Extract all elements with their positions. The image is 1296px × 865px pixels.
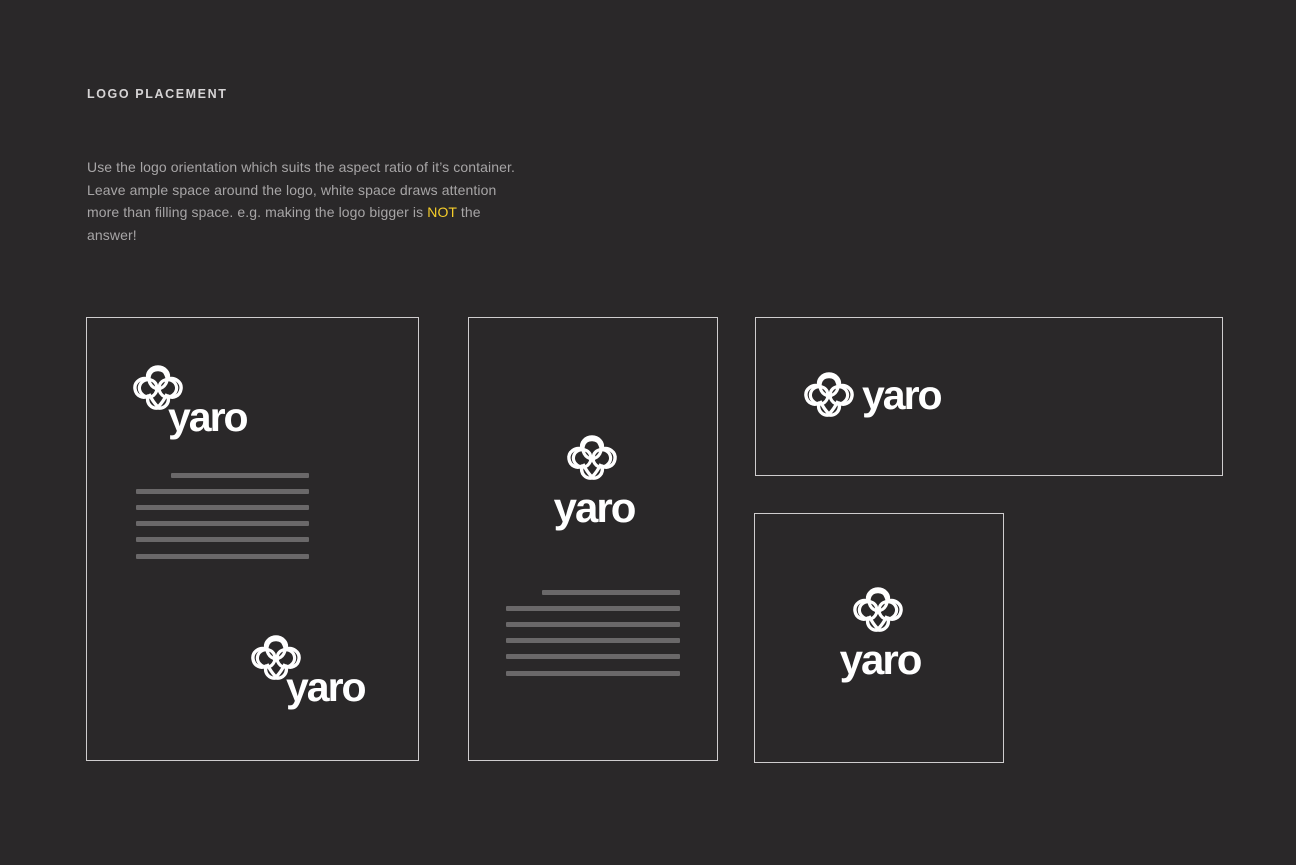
portrait-page-frame: yaro yaro	[86, 317, 419, 761]
landscape-banner-frame: yaro	[755, 317, 1223, 476]
logo-wordmark: yaro	[840, 636, 922, 683]
text-placeholder-line	[542, 590, 680, 595]
narrow-portrait-page-frame: yaro	[468, 317, 718, 761]
description-highlight: NOT	[427, 204, 457, 221]
text-placeholder-line	[136, 489, 309, 494]
page-description: Use the logo orientation which suits the…	[87, 156, 527, 246]
text-placeholder-line	[136, 537, 309, 542]
flower-knot-icon	[804, 372, 854, 417]
logo-wordmark: yaro	[168, 394, 248, 440]
text-placeholder-line	[136, 554, 309, 559]
text-placeholder-line	[506, 671, 680, 676]
logo-wordmark: yaro	[554, 484, 636, 531]
description-text-end: the answer!	[87, 204, 481, 243]
text-placeholder-line	[171, 473, 309, 478]
description-text: Use the logo orientation which suits the…	[87, 159, 515, 221]
logo-wordmark: yaro	[286, 664, 366, 710]
yaro-logo-bottom: yaro	[251, 635, 368, 710]
square-tile-frame: yaro	[754, 513, 1004, 763]
yaro-logo-stacked: yaro	[554, 435, 638, 531]
text-placeholder-line	[506, 654, 680, 659]
text-placeholder-line	[506, 606, 680, 611]
page-title: LOGO PLACEMENT	[87, 87, 228, 101]
flower-knot-icon	[853, 587, 903, 632]
text-placeholder-line	[136, 521, 309, 526]
yaro-logo-top: yaro	[133, 365, 250, 440]
logo-wordmark: yaro	[862, 372, 942, 418]
text-placeholder-line	[506, 622, 680, 627]
yaro-logo-stacked: yaro	[840, 587, 924, 683]
flower-knot-icon	[567, 435, 617, 480]
text-placeholder-line	[506, 638, 680, 643]
yaro-logo-horizontal: yaro	[804, 372, 944, 418]
text-placeholder-line	[136, 505, 309, 510]
